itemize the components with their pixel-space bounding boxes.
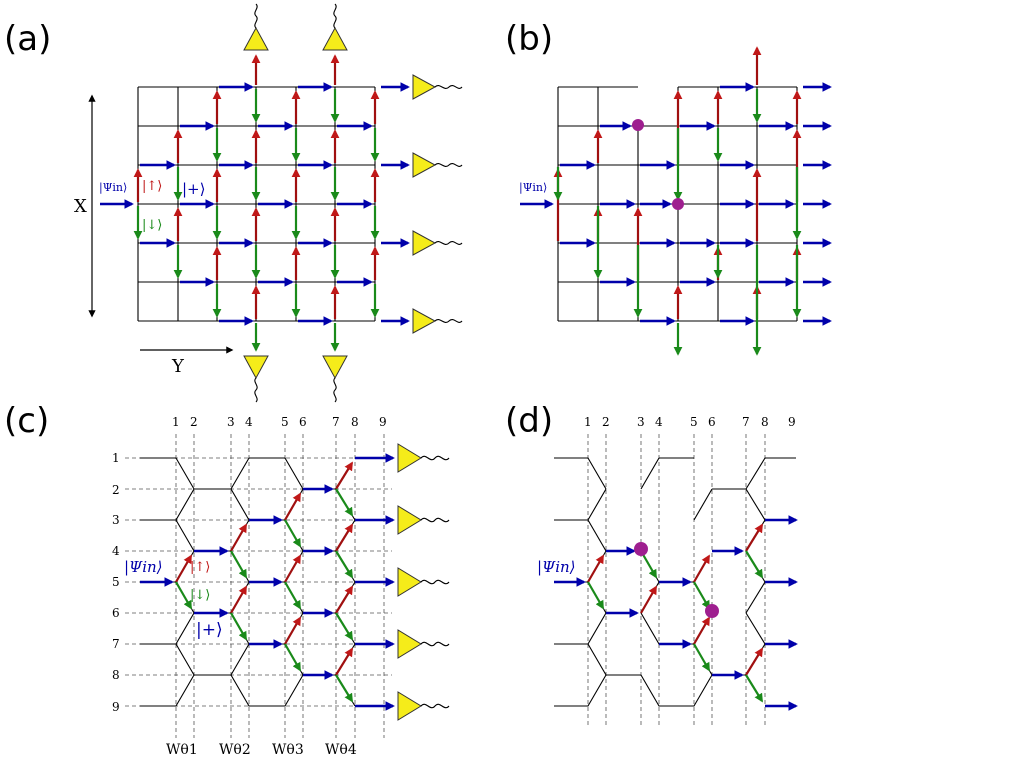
defect-dot [632,119,644,131]
defect-dot [634,542,648,556]
panel-label-a: (a) [4,19,51,59]
plus-label-a: |+⟩ [182,180,205,198]
psi-in-label-c: |Ψin⟩ [124,558,163,576]
up-state-arrows [133,54,380,319]
svg-text:9: 9 [379,415,387,429]
detectors-c [397,443,450,721]
detectors [243,3,463,403]
column-numbers-c: 1 2 3 4 5 6 7 8 9 [172,415,387,429]
psi-in-label-d: |Ψin⟩ [537,558,576,576]
svg-text:4: 4 [112,544,120,558]
svg-text:8: 8 [761,415,769,429]
column-numbers-d: 1 2 3 4 5 6 7 8 9 [584,415,796,429]
plus-state-arrows [100,82,410,326]
svg-text:7: 7 [332,415,340,429]
svg-text:4: 4 [245,415,253,429]
svg-text:1: 1 [112,451,120,465]
svg-text:3: 3 [112,513,120,527]
down-state-arrows-d [587,550,763,703]
down-state-arrows-c [175,488,353,703]
svg-text:4: 4 [655,415,663,429]
down-label-a: |↓⟩ [142,218,162,233]
svg-text:8: 8 [112,668,120,682]
svg-text:7: 7 [742,415,750,429]
svg-text:9: 9 [788,415,796,429]
svg-text:6: 6 [299,415,307,429]
down-state-arrows-b [553,89,802,356]
up-state-arrows-c [175,461,353,676]
x-axis-label: X [74,196,87,217]
walker-label: Wθ1 [166,742,198,758]
svg-text:2: 2 [112,483,120,497]
down-state-arrows [133,89,380,352]
svg-text:5: 5 [112,575,120,589]
svg-text:5: 5 [281,415,289,429]
panel-label-c: (c) [4,401,49,441]
svg-text:2: 2 [602,415,610,429]
grid-dashes-d [587,434,766,728]
svg-text:2: 2 [190,415,198,429]
up-label-c: |↑⟩ [190,560,210,575]
svg-text:8: 8 [351,415,359,429]
plus-label-c: |+⟩ [196,620,223,640]
svg-text:3: 3 [637,415,645,429]
walker-label: Wθ2 [219,742,251,758]
panel-label-d: (d) [505,401,553,441]
plus-state-arrows-d [554,515,798,711]
panel-a: X Y |Ψin⟩ |↑⟩ |↓⟩ |+⟩ [74,3,463,403]
svg-text:7: 7 [112,637,120,651]
plus-state-arrows-b [520,82,832,326]
plus-state-arrows-c [140,453,395,711]
up-label-a: |↑⟩ [142,179,162,194]
psi-in-label-a: |Ψin⟩ [99,181,127,195]
down-label-c: |↓⟩ [190,588,210,603]
panel-d: 1 2 3 4 5 6 7 8 9 [537,415,798,728]
svg-text:6: 6 [708,415,716,429]
row-numbers-c: 1 2 3 4 5 6 7 8 9 [112,451,120,714]
svg-text:5: 5 [690,415,698,429]
svg-text:9: 9 [112,700,120,714]
walker-labels: Wθ1 Wθ2 Wθ3 Wθ4 [166,742,357,758]
panel-b: |Ψin⟩ [519,46,832,356]
svg-text:3: 3 [227,415,235,429]
psi-in-label-b: |Ψin⟩ [519,181,547,195]
panel-label-b: (b) [505,19,553,59]
walker-label: Wθ4 [325,742,357,758]
up-state-arrows-d [587,523,763,676]
lattice-grid [137,86,376,322]
defect-dot [705,604,719,618]
svg-text:6: 6 [112,606,120,620]
walker-label: Wθ3 [272,742,304,758]
svg-text:1: 1 [172,415,180,429]
panel-c: 1 2 3 4 5 6 7 8 9 1 2 3 4 5 6 7 8 9 [112,415,450,758]
svg-text:1: 1 [584,415,592,429]
y-axis-label: Y [171,356,185,377]
defect-dot [672,198,684,210]
